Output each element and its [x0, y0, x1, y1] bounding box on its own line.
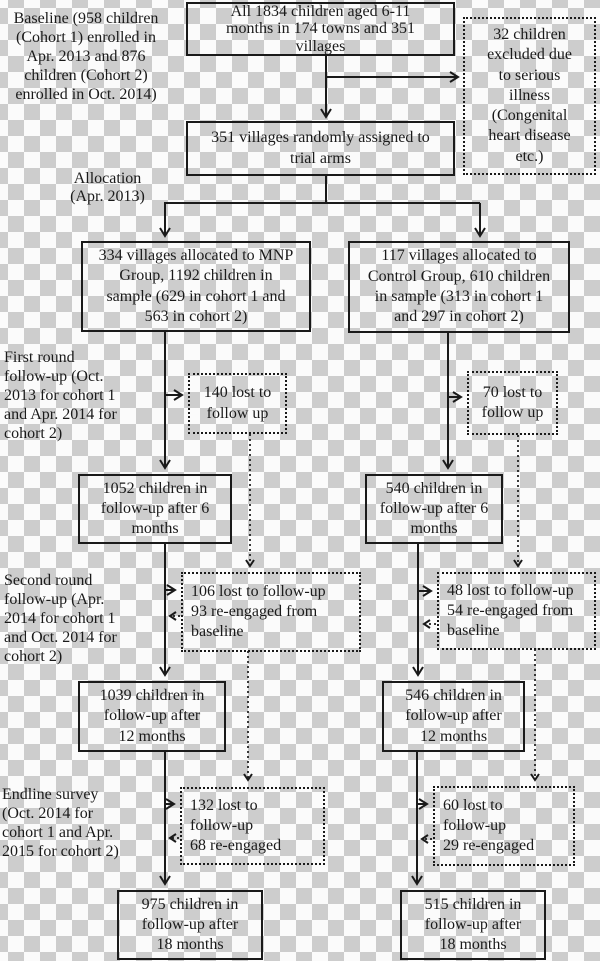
- label-endline: Endline survey (Oct. 2014 for cohort 1 a…: [2, 786, 134, 862]
- label-baseline-text: Baseline (958 children (Cohort 1) enroll…: [13, 10, 159, 103]
- node-total-enrolled-text: All 1834 children aged 6-11 months in 17…: [226, 2, 415, 55]
- node-fu12-mnp: 1039 children in follow-up after 12 mont…: [78, 681, 226, 752]
- node-fu18-control: 515 children in follow-up after 18 month…: [400, 890, 546, 960]
- label-baseline: Baseline (958 children (Cohort 1) enroll…: [6, 10, 166, 104]
- node-lost3-control: 60 lost to follow-up 29 re-engaged: [433, 786, 575, 866]
- label-second-round-text: Second round follow-up (Apr. 2014 for co…: [4, 572, 117, 665]
- node-total-enrolled: All 1834 children aged 6-11 months in 17…: [186, 2, 455, 56]
- node-lost1-control: 70 lost to follow up: [467, 371, 558, 435]
- node-fu12-mnp-text: 1039 children in follow-up after 12 mont…: [99, 687, 205, 745]
- node-fu6-control-text: 540 children in follow-up after 6 months: [379, 479, 489, 538]
- node-fu18-mnp: 975 children in follow-up after 18 month…: [117, 890, 263, 960]
- label-allocation-text: Allocation (Apr. 2013): [70, 170, 145, 205]
- node-control-group: 117 villages allocated to Control Group,…: [348, 241, 570, 333]
- label-second-round: Second round follow-up (Apr. 2014 for co…: [4, 572, 139, 666]
- node-lost3-control-text: 60 lost to follow-up 29 re-engaged: [443, 796, 535, 855]
- node-lost2-mnp-text: 106 lost to follow-up 93 re-engaged from…: [191, 582, 326, 641]
- node-fu6-mnp-text: 1052 children in follow-up after 6 month…: [100, 479, 210, 538]
- label-first-round: First round follow-up (Oct. 2013 for coh…: [4, 349, 139, 443]
- node-mnp-group-text: 334 villages allocated to MNP Group, 119…: [98, 246, 294, 325]
- node-fu18-mnp-text: 975 children in follow-up after 18 month…: [141, 895, 239, 954]
- node-mnp-group: 334 villages allocated to MNP Group, 119…: [81, 241, 311, 332]
- node-lost1-control-text: 70 lost to follow up: [481, 383, 544, 421]
- node-excluded: 32 children excluded due to serious illn…: [463, 17, 596, 175]
- node-excluded-text: 32 children excluded due to serious illn…: [487, 25, 572, 165]
- node-lost3-mnp-text: 132 lost to follow-up 68 re-engaged: [190, 796, 282, 855]
- node-lost1-mnp: 140 lost to follow up: [188, 373, 287, 434]
- node-randomized: 351 villages randomly assigned to trial …: [186, 121, 455, 176]
- node-lost1-mnp-text: 140 lost to follow up: [203, 384, 272, 422]
- node-randomized-text: 351 villages randomly assigned to trial …: [211, 129, 430, 167]
- node-fu12-control-text: 546 children in follow-up after 12 month…: [405, 687, 502, 745]
- label-first-round-text: First round follow-up (Oct. 2013 for coh…: [4, 349, 117, 442]
- node-lost2-mnp: 106 lost to follow-up 93 re-engaged from…: [181, 572, 361, 652]
- node-lost2-control: 48 lost to follow-up 54 re-engaged from …: [437, 572, 596, 650]
- label-endline-text: Endline survey (Oct. 2014 for cohort 1 a…: [2, 786, 119, 860]
- node-lost3-mnp: 132 lost to follow-up 68 re-engaged: [180, 787, 325, 865]
- node-fu18-control-text: 515 children in follow-up after 18 month…: [424, 895, 522, 954]
- node-lost2-control-text: 48 lost to follow-up 54 re-engaged from …: [447, 581, 574, 640]
- node-fu6-mnp: 1052 children in follow-up after 6 month…: [78, 474, 232, 544]
- node-control-group-text: 117 villages allocated to Control Group,…: [367, 247, 551, 326]
- node-fu6-control: 540 children in follow-up after 6 months: [365, 474, 503, 544]
- label-allocation: Allocation (Apr. 2013): [55, 170, 160, 205]
- node-fu12-control: 546 children in follow-up after 12 month…: [382, 681, 525, 752]
